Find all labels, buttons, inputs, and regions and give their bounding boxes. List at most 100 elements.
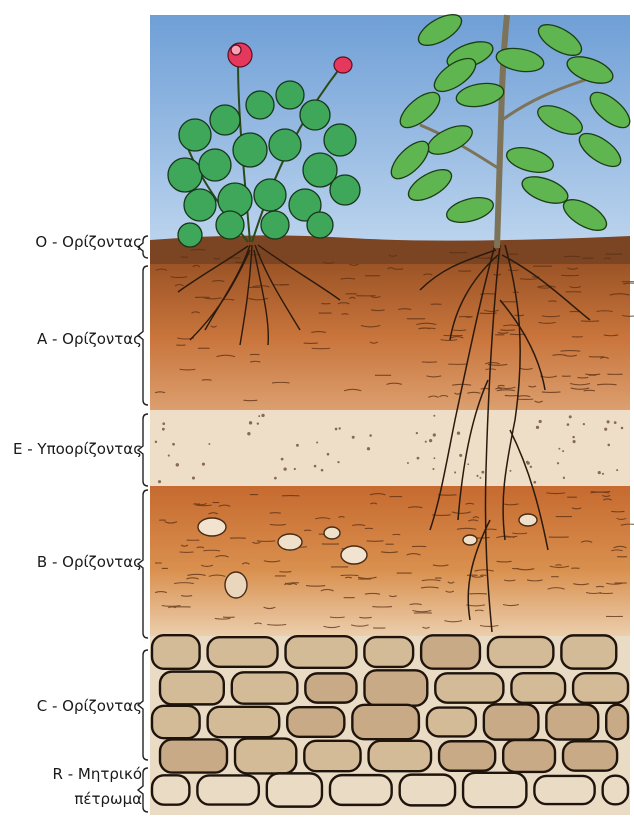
soil-grain xyxy=(621,427,624,430)
stone xyxy=(463,773,526,807)
label-o-horizon: O - Ορίζοντας xyxy=(35,233,142,251)
stone xyxy=(488,637,553,667)
soil-stroke xyxy=(585,374,600,375)
stone xyxy=(435,673,503,702)
stone xyxy=(304,741,360,771)
round-leaf xyxy=(199,149,231,181)
soil-stroke xyxy=(480,575,486,576)
stone xyxy=(152,706,200,738)
stone xyxy=(160,739,227,772)
soil-grain xyxy=(459,454,462,457)
soil-grain xyxy=(429,439,432,442)
stone xyxy=(546,704,598,739)
soil-stroke xyxy=(197,547,204,548)
soil-stroke xyxy=(257,541,275,542)
soil-grain xyxy=(158,480,161,483)
stone xyxy=(152,635,200,669)
stone xyxy=(305,673,356,702)
stone xyxy=(287,707,344,737)
soil-grain xyxy=(614,421,617,424)
soil-grain xyxy=(249,421,252,424)
round-leaf xyxy=(216,211,244,239)
label-r-horizon-line2: πέτρωμα xyxy=(74,790,142,808)
stone xyxy=(235,739,296,774)
soil-grain xyxy=(569,415,572,418)
a-horizon xyxy=(150,264,630,412)
soil-grain xyxy=(314,465,317,468)
soil-stroke xyxy=(500,330,515,331)
soil-stroke xyxy=(267,625,286,626)
stone xyxy=(561,635,616,668)
stone xyxy=(439,741,495,770)
soil-stroke xyxy=(542,392,561,393)
round-leaf xyxy=(269,129,301,161)
soil-grain xyxy=(294,468,296,470)
soil-grain xyxy=(563,477,565,479)
soil-stroke xyxy=(243,400,257,401)
soil-grain xyxy=(274,477,277,480)
soil-grain xyxy=(583,423,585,425)
soil-grain xyxy=(598,471,601,474)
stone xyxy=(364,637,413,667)
soil-grain xyxy=(572,436,574,438)
soil-grain xyxy=(283,467,286,470)
soil-grain xyxy=(176,463,179,466)
soil-grain xyxy=(539,420,542,423)
soil-grain xyxy=(258,415,260,417)
label-r-horizon-line1: R - Μητρικό xyxy=(53,765,142,783)
soil-grain xyxy=(454,471,456,473)
soil-grain xyxy=(208,443,210,445)
soil-grain xyxy=(192,477,195,480)
stone xyxy=(427,708,476,737)
round-leaf xyxy=(324,124,356,156)
stone xyxy=(484,704,539,739)
e-horizon xyxy=(150,410,630,488)
stone xyxy=(197,775,258,804)
round-leaf xyxy=(168,158,202,192)
soil-grain xyxy=(367,447,370,450)
soil-stroke xyxy=(272,382,289,383)
stone xyxy=(330,775,392,805)
soil-stroke xyxy=(539,288,550,289)
label-a-horizon: A - Ορίζοντας xyxy=(37,330,142,348)
stone xyxy=(208,707,280,737)
soil-grain xyxy=(257,422,259,424)
soil-grain xyxy=(433,457,435,459)
round-leaf xyxy=(178,223,202,247)
stone xyxy=(352,705,419,739)
stone xyxy=(511,673,565,703)
soil-stroke xyxy=(181,596,192,597)
label-e-horizon: E - Υποορίζοντας xyxy=(13,440,142,458)
soil-stroke xyxy=(577,377,588,378)
b-horizon xyxy=(150,486,630,638)
stone xyxy=(232,672,298,703)
stone xyxy=(573,673,628,703)
stone xyxy=(267,773,322,806)
soil-grain xyxy=(155,441,157,443)
soil-grain xyxy=(567,423,570,426)
soil-grain xyxy=(247,432,250,435)
soil-grain xyxy=(602,473,604,475)
soil-stroke xyxy=(561,351,581,352)
stone xyxy=(286,636,357,668)
soil-stroke xyxy=(279,572,291,573)
soil-grain xyxy=(296,444,299,447)
soil-grain xyxy=(162,422,165,425)
soil-grain xyxy=(417,457,420,460)
round-leaf xyxy=(300,100,330,130)
soil-grain xyxy=(172,443,175,446)
stone xyxy=(563,741,617,770)
soil-grain xyxy=(335,428,338,431)
soil-grain xyxy=(369,434,372,437)
label-c-horizon: C - Ορίζοντας xyxy=(37,697,142,715)
round-leaf xyxy=(261,211,289,239)
soil-grain xyxy=(558,448,560,450)
round-leaf xyxy=(276,81,304,109)
soil-grain xyxy=(316,441,318,443)
soil-grain xyxy=(337,461,339,463)
stone xyxy=(603,776,628,805)
soil-grain xyxy=(573,440,576,443)
soil-grain xyxy=(536,426,539,429)
soil-grain xyxy=(261,414,264,417)
